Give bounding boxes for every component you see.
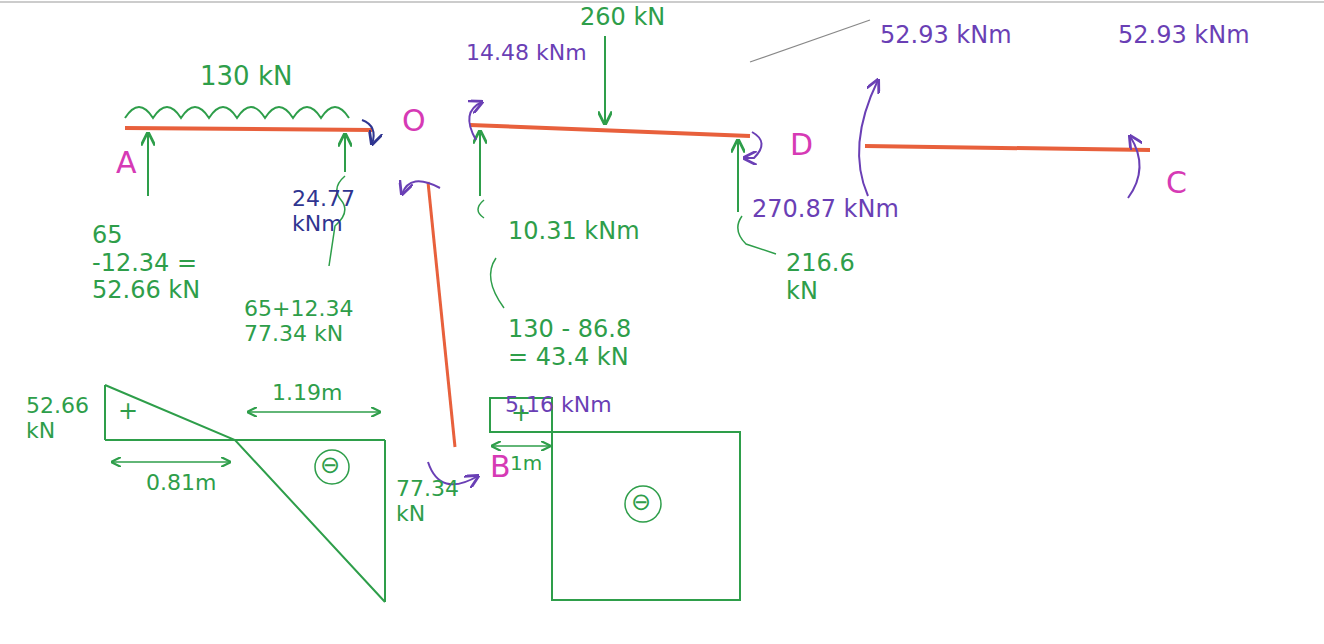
sign-mark: +	[511, 400, 531, 428]
sign-circle	[315, 450, 349, 484]
point-letter: O	[402, 104, 426, 139]
moment-arrow	[402, 181, 440, 194]
moment-value: 52.93 kNm	[1118, 22, 1250, 50]
reaction-arrow	[147, 133, 149, 196]
reaction-value: 65+12.34 77.34 kN	[244, 296, 369, 347]
sign-mark: ⊖	[631, 489, 651, 517]
reaction-value: 130 - 86.8 = 43.4 kN	[508, 316, 658, 371]
dimension-line	[492, 445, 550, 447]
dimension-value: 1.19m	[272, 380, 342, 405]
beam-ao	[125, 128, 372, 130]
shear-value: 77.34 kN	[396, 476, 480, 527]
point-letter: A	[116, 146, 137, 181]
sfd-edge	[104, 385, 106, 440]
reaction-value: 216.6 kN	[786, 250, 876, 305]
moment-value: 10.31 kNm	[508, 218, 640, 246]
dimension-value: 1m	[510, 452, 542, 475]
moment-arrow	[469, 102, 482, 140]
reaction-value: 65 -12.34 = 52.66 kN	[92, 222, 207, 305]
sign-mark: ⊖	[320, 452, 340, 480]
moment-arrow	[744, 132, 762, 158]
dimension-value: 0.81m	[146, 470, 216, 495]
point-load-arrow	[604, 36, 606, 124]
sign-circle	[625, 486, 661, 522]
moment-value: 14.48 kNm	[466, 40, 587, 65]
sfd-baseline	[105, 439, 385, 441]
sfd-block	[552, 432, 740, 600]
reaction-arrow	[479, 131, 481, 196]
moment-arrow	[1128, 136, 1140, 198]
column-ob	[428, 182, 455, 447]
moment-arrow	[362, 120, 374, 144]
moment-value: 52.93 kNm	[880, 22, 1012, 50]
moment-arrow	[859, 80, 878, 196]
page-rule	[0, 2, 1324, 3]
sign-mark: +	[118, 398, 138, 426]
beam-dc	[865, 146, 1150, 150]
moment-value: 270.87 kNm	[752, 196, 899, 224]
dimension-line	[248, 411, 380, 413]
sfd-slope	[105, 385, 385, 602]
sfd-edge	[384, 440, 386, 602]
reaction-arrow	[344, 134, 346, 172]
moment-value: 24.77 kNm	[292, 186, 374, 237]
udl-symbol	[125, 107, 349, 118]
load-value: 260 kN	[580, 4, 665, 32]
beam-od	[470, 125, 750, 136]
leader-line	[491, 258, 504, 308]
point-letter: B	[490, 450, 511, 485]
dimension-line	[112, 461, 230, 463]
point-letter: C	[1166, 166, 1187, 201]
load-value: 130 kN	[200, 62, 292, 92]
point-letter: D	[790, 128, 813, 163]
reaction-arrow	[737, 140, 739, 212]
shear-value: 52.66 kN	[26, 393, 102, 444]
stray-stroke	[750, 20, 870, 62]
leader-line	[478, 200, 484, 218]
